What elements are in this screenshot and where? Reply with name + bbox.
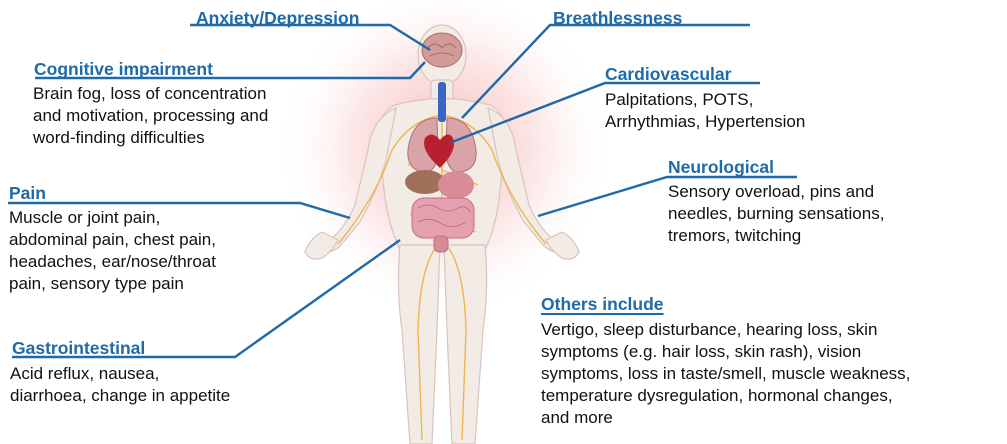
cognitive-line: and motivation, processing and [33,105,268,127]
stomach [438,171,474,199]
others-line: symptoms (e.g. hair loss, skin rash), vi… [541,341,910,363]
pain-line: Muscle or joint pain, [9,207,216,229]
cognitive-line: word-finding difficulties [33,127,268,149]
pain-line: abdominal pain, chest pain, [9,229,216,251]
pain-description: Muscle or joint pain, abdominal pain, ch… [9,207,216,295]
others-line: symptoms, loss in taste/smell, muscle we… [541,363,910,385]
cognitive-line: Brain fog, loss of concentration [33,83,268,105]
breathlessness-heading: Breathlessness [553,8,682,28]
cognitive-impairment-heading: Cognitive impairment [34,59,213,79]
spine [438,82,446,122]
pain-heading: Pain [9,183,46,203]
cardiovascular-line: Palpitations, POTS, [605,89,805,111]
pain-line: pain, sensory type pain [9,273,216,295]
gastrointestinal-line: Acid reflux, nausea, [10,363,230,385]
others-line: temperature dysregulation, hormonal chan… [541,385,910,407]
others-line: and more [541,407,910,429]
neurological-line: tremors, twitching [668,225,884,247]
cardiovascular-line: Arrhythmias, Hypertension [605,111,805,133]
neurological-description: Sensory overload, pins and needles, burn… [668,181,884,247]
others-line: Vertigo, sleep disturbance, hearing loss… [541,319,910,341]
neurological-heading: Neurological [668,157,774,177]
gastrointestinal-description: Acid reflux, nausea, diarrhoea, change i… [10,363,230,407]
cardiovascular-heading: Cardiovascular [605,64,731,84]
neurological-line: needles, burning sensations, [668,203,884,225]
gastrointestinal-heading: Gastrointestinal [12,338,145,358]
gastrointestinal-line: diarrhoea, change in appetite [10,385,230,407]
others-include-description: Vertigo, sleep disturbance, hearing loss… [541,319,910,429]
others-include-heading: Others include [541,294,664,314]
pain-line: headaches, ear/nose/throat [9,251,216,273]
neurological-line: Sensory overload, pins and [668,181,884,203]
cognitive-impairment-description: Brain fog, loss of concentration and mot… [33,83,268,149]
anxiety-depression-heading: Anxiety/Depression [196,8,359,28]
cardiovascular-description: Palpitations, POTS, Arrhythmias, Hyperte… [605,89,805,133]
